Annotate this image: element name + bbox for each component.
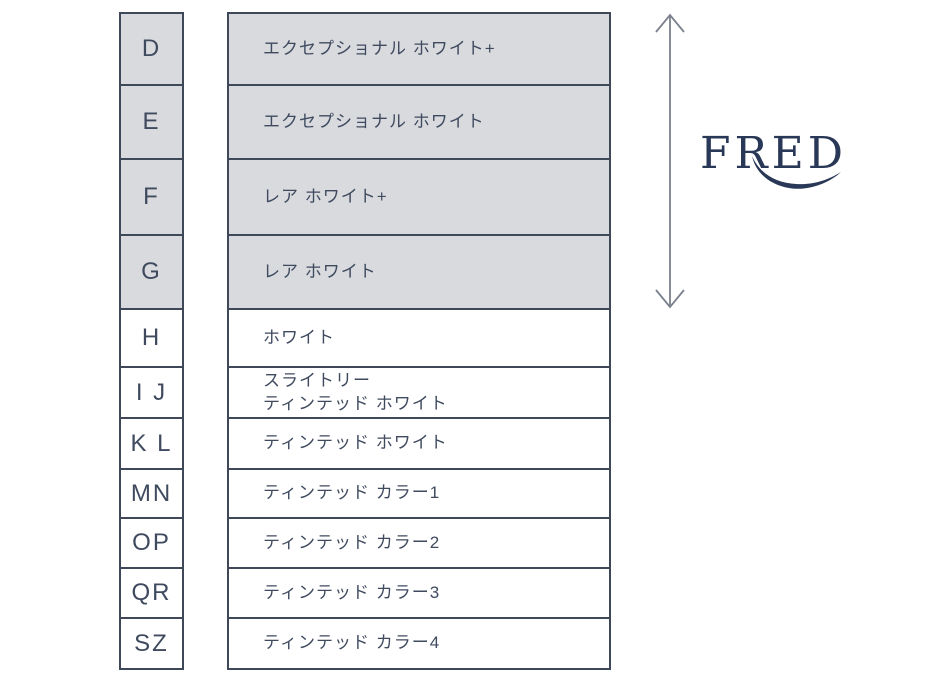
grade-label-column: エクセプショナル ホワイト+エクセプショナル ホワイトレア ホワイト+レア ホワ…: [227, 12, 611, 670]
fred-logo-text: FRED: [700, 128, 847, 179]
grade-label-cell: スライトリー ティンテッド ホワイト: [229, 368, 609, 419]
grade-cell: D: [121, 14, 182, 86]
grade-label-cell: レア ホワイト: [229, 236, 609, 310]
grade-label-cell: ティンテッド カラー2: [229, 519, 609, 569]
grade-cell: OP: [121, 519, 182, 569]
grade-cell: F: [121, 160, 182, 236]
grade-cell: G: [121, 236, 182, 310]
grade-label-cell: レア ホワイト+: [229, 160, 609, 236]
grade-label-cell: ホワイト: [229, 310, 609, 368]
grade-label-cell: ティンテッド カラー4: [229, 619, 609, 668]
grade-label-cell: ティンテッド カラー3: [229, 569, 609, 619]
grade-cell: H: [121, 310, 182, 368]
range-double-arrow-icon: [655, 13, 685, 309]
grade-label-cell: エクセプショナル ホワイト: [229, 86, 609, 160]
grade-cell: E: [121, 86, 182, 160]
grade-cell: K L: [121, 419, 182, 470]
grade-label-cell: ティンテッド カラー1: [229, 470, 609, 519]
grade-cell: QR: [121, 569, 182, 619]
fred-logo-swash: [752, 156, 841, 189]
fred-logo: FRED: [700, 128, 847, 189]
grade-cell: MN: [121, 470, 182, 519]
grade-cell: I J: [121, 368, 182, 419]
grade-label-cell: ティンテッド ホワイト: [229, 419, 609, 470]
grade-cell: SZ: [121, 619, 182, 668]
grade-label-cell: エクセプショナル ホワイト+: [229, 14, 609, 86]
